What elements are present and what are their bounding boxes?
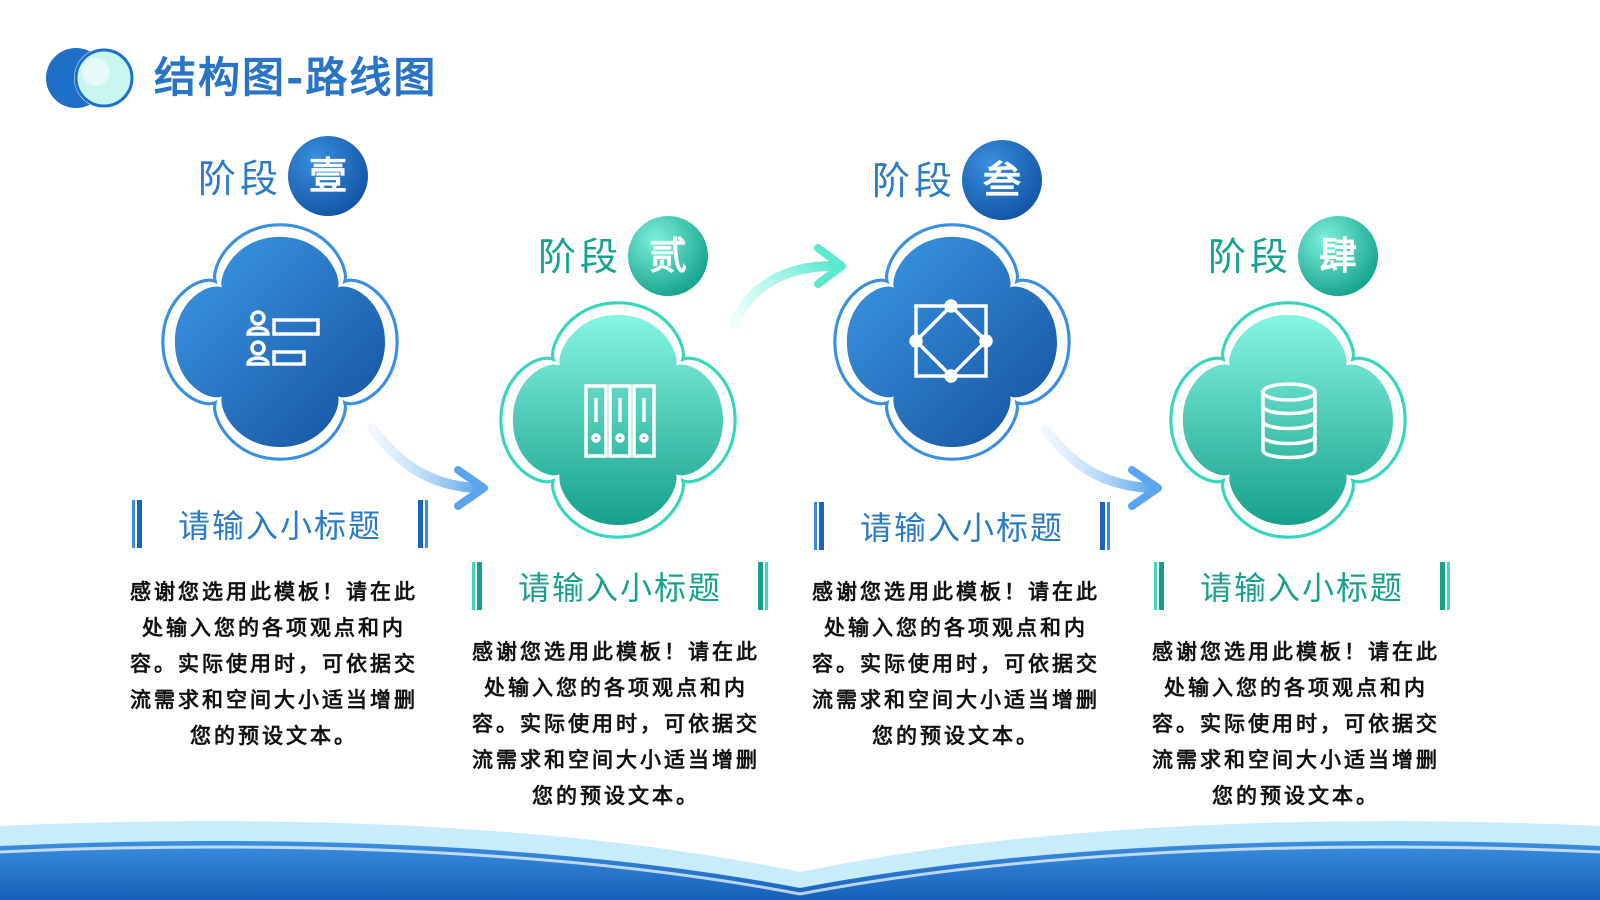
arrow-right-icon: [1041, 425, 1162, 510]
stage-4-numeral-badge: 肆: [1298, 216, 1378, 296]
arrow-up-right-icon: [729, 244, 846, 329]
stage-3-numeral-badge: 叁: [962, 140, 1042, 220]
stage-2-body: 感谢您选用此模板！请在此处输入您的各项观点和内容。实际使用时，可依据交流需求和空…: [472, 639, 760, 808]
stage-1-numeral-badge: 壹: [288, 136, 368, 216]
node-diagram-icon: [909, 299, 993, 383]
stage-4-body: 感谢您选用此模板！请在此处输入您的各项观点和内容。实际使用时，可依据交流需求和空…: [1152, 639, 1440, 808]
stage-4-subtitle-text: 请输入小标题: [1199, 569, 1404, 607]
page-title: 结构图-路线图: [154, 53, 438, 102]
binders-icon: [584, 384, 656, 458]
stage-1-label: 阶段: [198, 157, 283, 201]
stage-4-subtitle: 请输入小标题: [1152, 558, 1452, 614]
stage-3-subtitle: 请输入小标题: [812, 498, 1112, 554]
footer-wave: [0, 821, 1600, 900]
stage-3-body: 感谢您选用此模板！请在此处输入您的各项观点和内容。实际使用时，可依据交流需求和空…: [812, 579, 1100, 748]
stage-1-subtitle: 请输入小标题: [130, 496, 430, 552]
logo-icon: [46, 48, 134, 108]
arrow-right-icon: [367, 423, 488, 510]
database-icon: [1261, 382, 1317, 460]
stage-3-subtitle-text: 请输入小标题: [859, 509, 1064, 547]
stage-2-numeral-badge: 贰: [628, 216, 708, 296]
stage-4-label: 阶段: [1208, 235, 1293, 279]
stage-1-subtitle-text: 请输入小标题: [177, 507, 382, 545]
stage-2-subtitle: 请输入小标题: [470, 558, 770, 614]
contact-list-icon: [246, 310, 320, 366]
stage-2-label: 阶段: [538, 235, 623, 279]
stage-3-label: 阶段: [872, 159, 957, 203]
stage-2-subtitle-text: 请输入小标题: [517, 569, 722, 607]
stage-1-body: 感谢您选用此模板！请在此处输入您的各项观点和内容。实际使用时，可依据交流需求和空…: [130, 579, 418, 748]
